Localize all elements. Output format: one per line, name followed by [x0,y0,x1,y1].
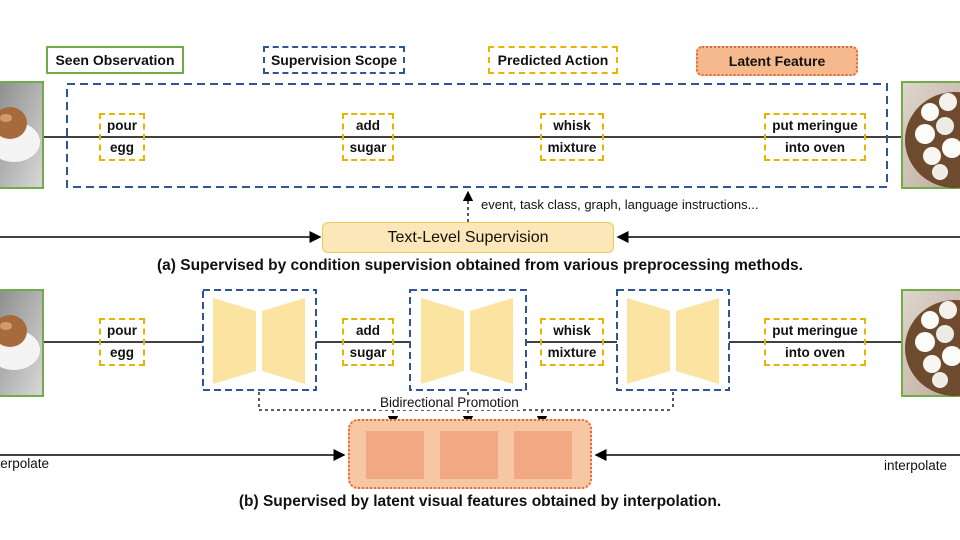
legend-predicted-action: Predicted Action [488,46,618,74]
supervision-scope-box-a [66,83,888,188]
legend-seen-observation-label: Seen Observation [55,52,175,68]
action-a-2: add sugar [341,108,395,166]
action-label-line2: into oven [772,344,858,362]
action-b-1: pour egg [96,313,148,371]
action-label-line1: put meringue [772,322,858,340]
interpolate-right-label: interpolate [884,458,948,473]
legend-supervision-scope: Supervision Scope [263,46,405,74]
action-b-3: whisk mixture [536,313,608,371]
action-label-line2: egg [107,139,137,157]
legend-supervision-scope-label: Supervision Scope [270,52,398,68]
legend-latent-feature: Latent Feature [696,46,858,76]
action-label-line1: pour [107,322,137,340]
meringue-pie-photo-a [901,81,960,189]
action-label-line2: mixture [547,344,597,362]
latent-feature-cell [366,431,424,479]
action-label-line2: sugar [349,344,387,362]
latent-feature-cell [440,431,498,479]
action-a-3: whisk mixture [536,108,608,166]
action-label-line1: pour [107,117,137,135]
action-a-1: pour egg [96,108,148,166]
latent-feature-box [348,419,592,489]
legend-latent-feature-label: Latent Feature [728,53,826,69]
action-label-line1: add [349,117,387,135]
action-label-line2: mixture [547,139,597,157]
legend-seen-observation: Seen Observation [46,46,184,74]
action-b-4: put meringue into oven [758,313,872,371]
caption-b: (b) Supervised by latent visual features… [238,493,722,510]
action-label-line2: into oven [772,139,858,157]
caption-a: (a) Supervised by condition supervision … [157,257,803,274]
encoder-block-1 [202,289,317,391]
action-label-line2: egg [107,344,137,362]
action-label-line1: put meringue [772,117,858,135]
meringue-pie-photo-b [901,289,960,397]
action-label-line2: sugar [349,139,387,157]
text-level-supervision-label: Text-Level Supervision [387,228,549,246]
text-level-supervision-box: Text-Level Supervision [322,222,614,253]
egg-bowl-photo-b [0,289,44,397]
action-a-4: put meringue into oven [758,108,872,166]
action-b-2: add sugar [341,313,395,371]
latent-feature-cell [514,431,572,479]
interpolate-left-label: interpolate [0,456,50,471]
encoder-block-2 [409,289,527,391]
condition-note: event, task class, graph, language instr… [481,197,759,212]
action-label-line1: add [349,322,387,340]
encoder-block-3 [616,289,730,391]
action-label-line1: whisk [547,322,597,340]
legend-predicted-action-label: Predicted Action [497,52,609,68]
action-label-line1: whisk [547,117,597,135]
bidirectional-promotion-label: Bidirectional Promotion [378,395,521,410]
egg-bowl-photo-a [0,81,44,189]
